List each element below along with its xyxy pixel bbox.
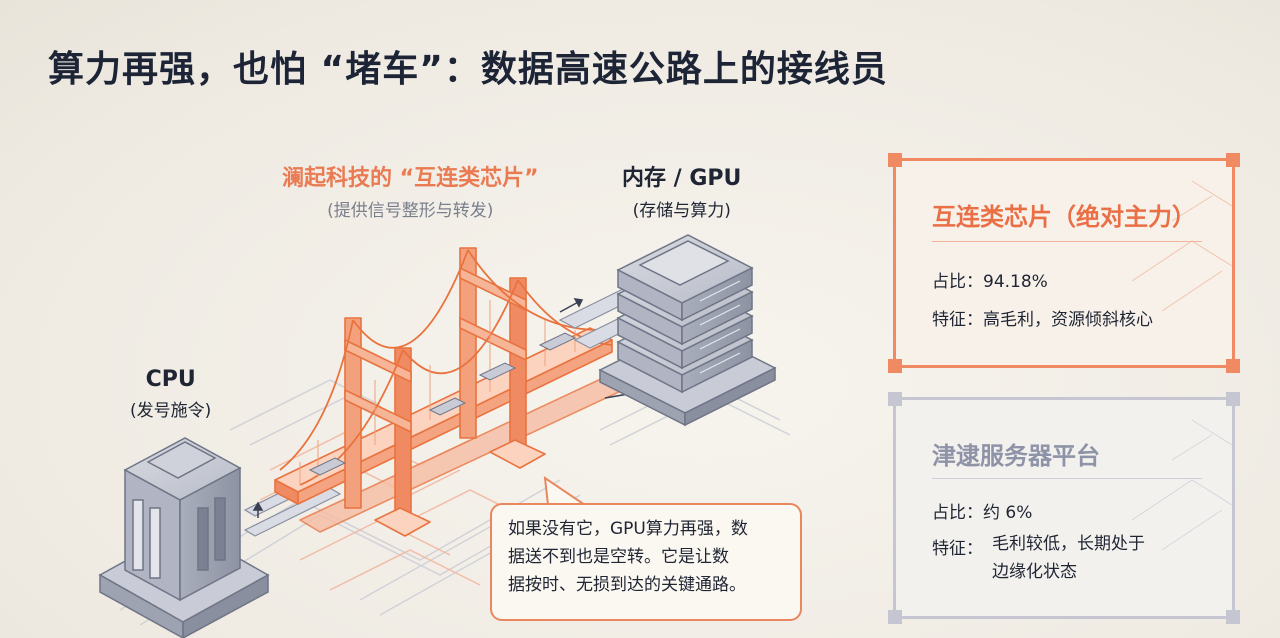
corner-marker xyxy=(888,610,902,624)
callout-line-3: 据按时、无损到达的关键通路。 xyxy=(508,575,746,595)
card-title-jinsu: 津逮服务器平台 xyxy=(932,442,1100,470)
card-decoration xyxy=(1131,419,1232,550)
feature-value-block: 毛利较低，长期处于 边缘化状态 xyxy=(992,530,1145,586)
bridge-label-main: 澜起科技的 “互连类芯片” xyxy=(282,166,539,191)
bridge-label-sub: (提供信号整形与转发) xyxy=(327,201,494,221)
share-key: 占比： xyxy=(932,503,983,523)
feature-key: 特征： xyxy=(932,539,983,559)
bridge-label: 澜起科技的 “互连类芯片” (提供信号整形与转发) xyxy=(282,160,539,221)
card-title-interconnect: 互连类芯片（绝对主力） xyxy=(932,203,1196,231)
memory-gpu-label-main: 内存 / GPU xyxy=(622,166,742,191)
bridge-hangers xyxy=(299,300,576,485)
corner-marker xyxy=(888,153,902,167)
callout-box: 如果没有它，GPU算力再强，数 据送不到也是空转。它是让数 据按时、无损到达的关… xyxy=(490,503,802,621)
corner-marker xyxy=(888,392,902,406)
corner-marker xyxy=(1226,392,1240,406)
data-highway-illustration xyxy=(98,234,791,638)
data-packets xyxy=(308,332,577,476)
corner-marker xyxy=(1226,610,1240,624)
feature-value: 高毛利，资源倾斜核心 xyxy=(983,310,1153,330)
server-vents xyxy=(699,280,741,374)
card-divider xyxy=(932,478,1202,479)
cpu-label-sub: (发号施令) xyxy=(130,401,212,421)
share-row: 占比：94.18% xyxy=(932,267,1048,292)
share-value: 约 6% xyxy=(983,503,1033,523)
interconnect-chip-card: 互连类芯片（绝对主力） 占比：94.18% 特征：高毛利，资源倾斜核心 xyxy=(888,153,1240,373)
corner-marker xyxy=(1226,359,1240,373)
feature-row: 特征：高毛利，资源倾斜核心 xyxy=(932,305,1153,330)
share-row: 占比：约 6% xyxy=(932,498,1032,523)
callout-line-2: 据送不到也是空转。它是让数 xyxy=(508,547,729,567)
share-key: 占比： xyxy=(932,272,983,292)
share-value: 94.18% xyxy=(983,272,1048,292)
cpu-label: CPU (发号施令) xyxy=(130,367,211,421)
memory-gpu-label-sub: (存储与算力) xyxy=(632,201,731,221)
memory-gpu-server-stack xyxy=(598,234,777,427)
jinsu-server-platform-card: 津逮服务器平台 占比：约 6% 特征： 毛利较低，长期处于 边缘化状态 xyxy=(888,392,1240,624)
page-title: 算力再强，也怕 “堵车”：数据高速公路上的接线员 xyxy=(48,49,888,90)
suspension-cables xyxy=(279,249,613,486)
corner-marker xyxy=(1226,153,1240,167)
callout-line-1: 如果没有它，GPU算力再强，数 xyxy=(508,519,748,539)
feature-key: 特征： xyxy=(932,310,983,330)
callout-pointer xyxy=(543,475,589,506)
feature-line-1: 毛利较低，长期处于 xyxy=(992,534,1145,554)
memory-gpu-label: 内存 / GPU (存储与算力) xyxy=(622,160,741,221)
cpu-building xyxy=(98,437,270,638)
feature-key-row: 特征： xyxy=(932,534,983,559)
corner-marker xyxy=(888,359,902,373)
card-decoration xyxy=(1131,180,1232,311)
feature-line-2: 边缘化状态 xyxy=(992,562,1077,582)
card-divider xyxy=(932,241,1202,242)
cpu-label-main: CPU xyxy=(145,367,196,392)
